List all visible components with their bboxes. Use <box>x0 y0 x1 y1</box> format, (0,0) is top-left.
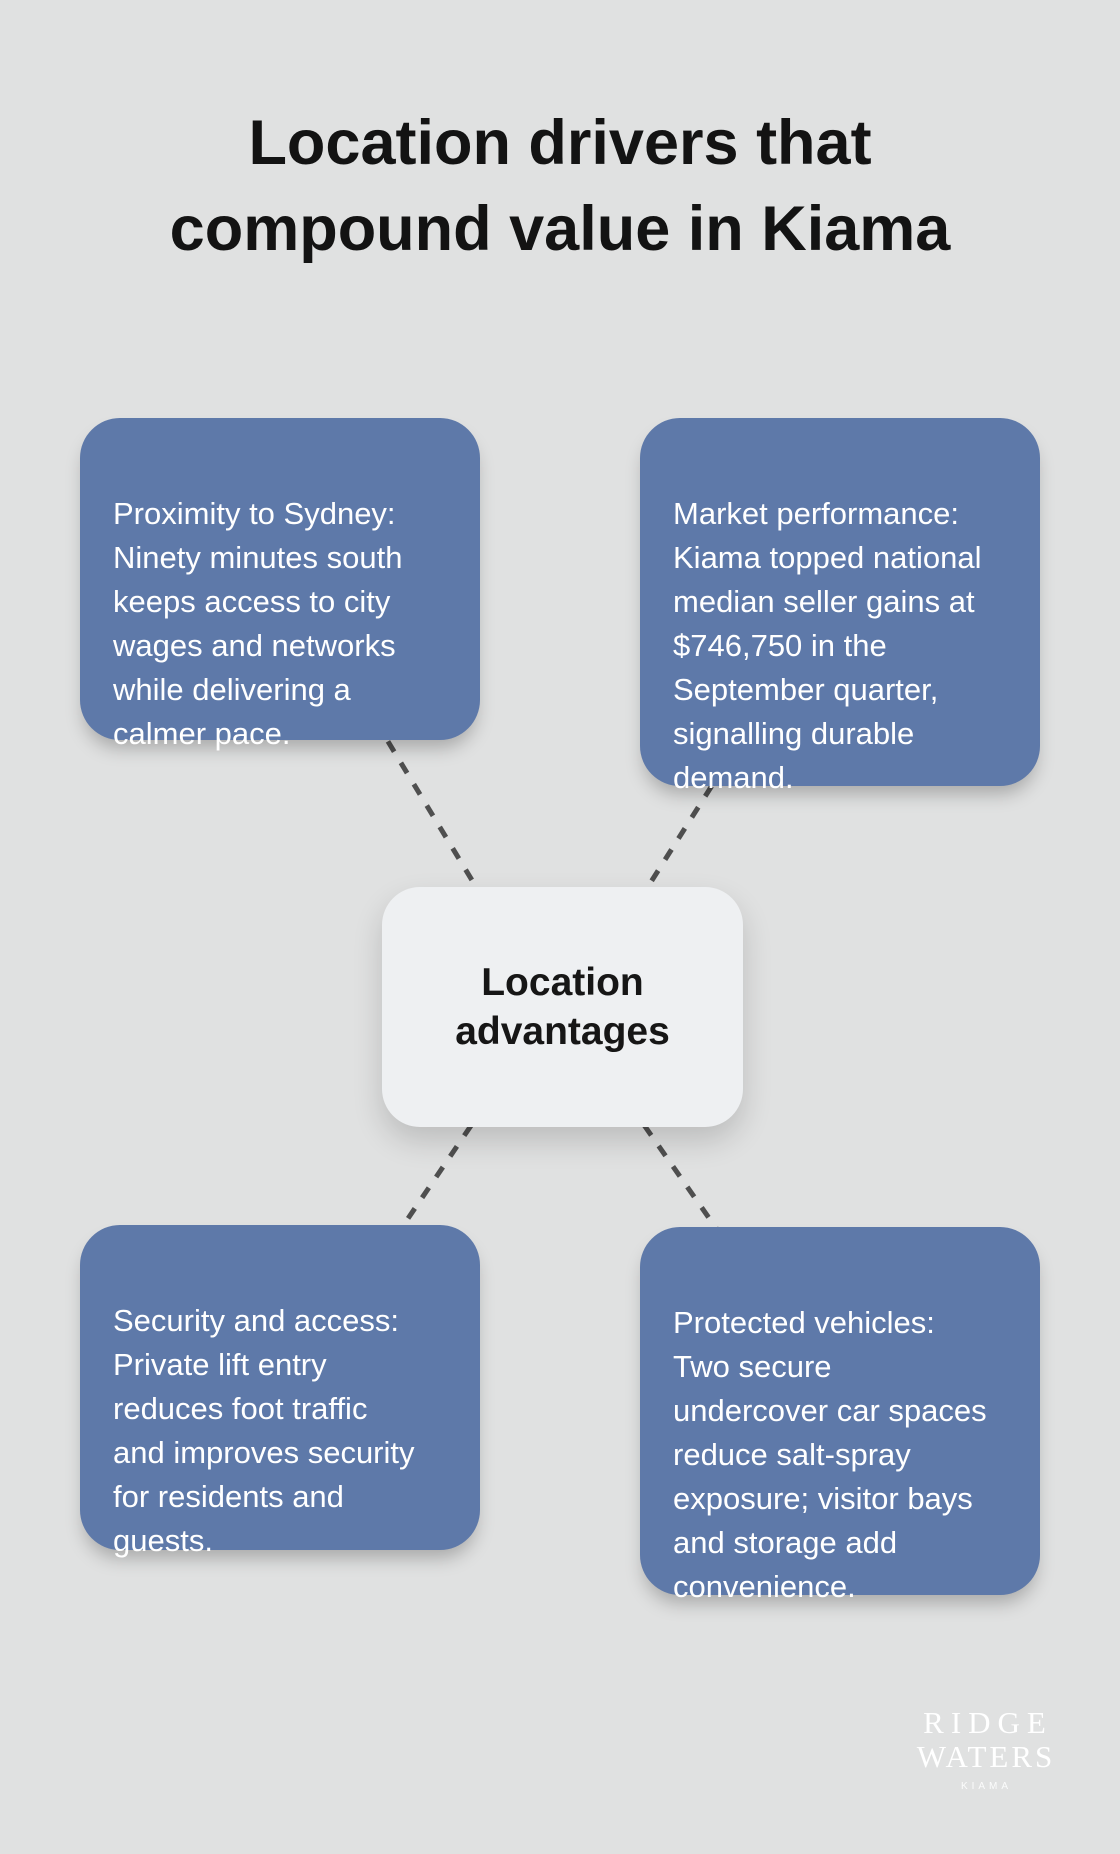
node-security-and-access: Security and access: Private lift entry … <box>80 1225 480 1558</box>
logo-tagline: KIAMA <box>960 1781 1013 1792</box>
page-title: Location drivers that compound value in … <box>169 108 951 264</box>
connector-bottom-right <box>627 1103 733 1250</box>
node-protected-vehicles: Protected vehicles: Two secure undercove… <box>640 1227 1040 1604</box>
logo-wordmark-line2: WATERS <box>916 1739 1056 1774</box>
node-market-performance: Market performance: Kiama topped nationa… <box>640 418 1040 795</box>
connector-top-left <box>372 718 493 912</box>
connector-bottom-left <box>387 1103 488 1247</box>
node-text: Protected vehicles: Two secure undercove… <box>673 1305 987 1604</box>
logo-wordmark-line1: RIDGE <box>923 1705 1053 1740</box>
node-text: Proximity to Sydney: Ninety minutes sout… <box>113 496 403 751</box>
connector-top-right <box>627 763 728 917</box>
center-topic: Location advantages <box>382 887 743 1127</box>
brand-logo: RIDGE WATERS KIAMA <box>897 1705 1072 1793</box>
node-text: Market performance: Kiama topped nationa… <box>673 496 982 795</box>
node-proximity-to-sydney: Proximity to Sydney: Ninety minutes sout… <box>80 418 480 751</box>
node-text: Security and access: Private lift entry … <box>113 1303 415 1558</box>
center-topic-label: Location advantages <box>455 961 670 1053</box>
